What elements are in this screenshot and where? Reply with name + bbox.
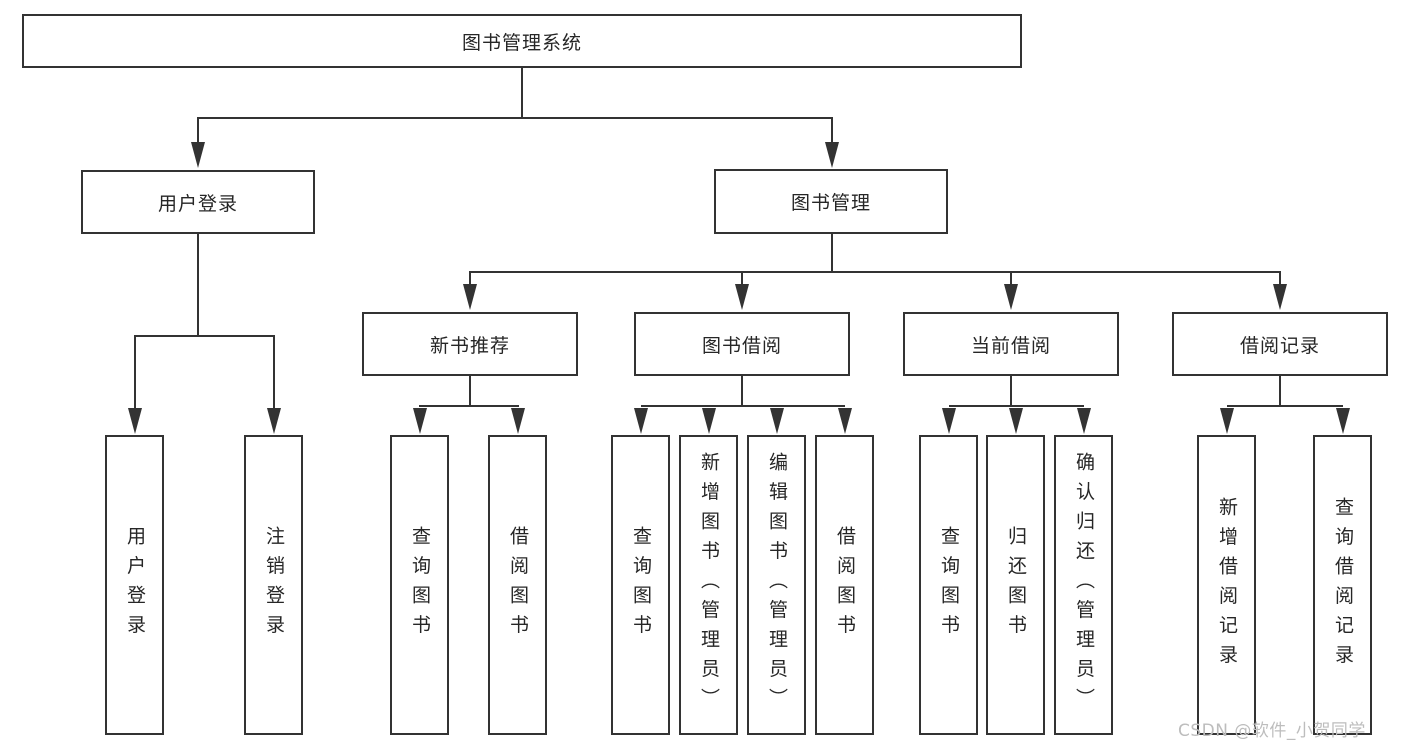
leaf-label: 借阅图书 [507, 526, 529, 644]
node-borrow-records: 借阅记录 [1172, 312, 1388, 376]
node-library-system: 图书管理系统 [22, 14, 1022, 68]
connector-line [521, 68, 523, 118]
leaf-borrow-books: 借阅图书 [815, 435, 874, 735]
leaf-label: 新增图书（管理员） [698, 452, 720, 718]
node-label: 图书管理系统 [461, 31, 582, 54]
leaf-logout: 注销登录 [244, 435, 303, 735]
leaf-query-books-current: 查询图书 [919, 435, 978, 735]
leaf-edit-books-admin: 编辑图书（管理员） [747, 435, 806, 735]
leaf-label: 查询图书 [409, 526, 431, 644]
leaf-confirm-return-admin: 确认归还（管理员） [1054, 435, 1113, 735]
leaf-label: 用户登录 [124, 526, 146, 644]
arrowhead-down-icon [838, 408, 852, 434]
arrowhead-down-icon [191, 142, 205, 168]
node-current-borrow: 当前借阅 [903, 312, 1119, 376]
leaf-add-books-admin: 新增图书（管理员） [679, 435, 738, 735]
node-label: 借阅记录 [1239, 334, 1320, 357]
arrowhead-down-icon [1077, 408, 1091, 434]
arrowhead-down-icon [267, 408, 281, 434]
watermark: CSDN @软件_小贺同学 [1178, 721, 1366, 741]
connector-line [1279, 271, 1281, 286]
node-book-management: 图书管理 [714, 169, 948, 234]
arrowhead-down-icon [770, 408, 784, 434]
leaf-label: 借阅图书 [834, 526, 856, 644]
connector-line [197, 117, 199, 145]
connector-line [273, 335, 275, 409]
connector-line [197, 117, 833, 119]
arrowhead-down-icon [128, 408, 142, 434]
leaf-query-books-borrow: 查询图书 [611, 435, 670, 735]
leaf-label: 确认归还（管理员） [1073, 452, 1095, 718]
node-label: 用户登录 [157, 192, 238, 215]
node-label: 当前借阅 [970, 334, 1051, 357]
arrowhead-down-icon [413, 408, 427, 434]
connector-line [134, 335, 275, 337]
connector-line [741, 271, 743, 286]
arrowhead-down-icon [942, 408, 956, 434]
arrowhead-down-icon [1220, 408, 1234, 434]
connector-line [469, 271, 471, 286]
arrowhead-down-icon [634, 408, 648, 434]
leaf-label: 查询图书 [938, 526, 960, 644]
arrowhead-down-icon [735, 284, 749, 310]
node-book-borrow: 图书借阅 [634, 312, 850, 376]
arrowhead-down-icon [511, 408, 525, 434]
arrowhead-down-icon [463, 284, 477, 310]
connector-line [1279, 376, 1281, 407]
connector-line [1227, 405, 1343, 407]
arrowhead-down-icon [1273, 284, 1287, 310]
leaf-label: 新增借阅记录 [1216, 496, 1238, 674]
node-label: 图书借阅 [701, 334, 782, 357]
arrowhead-down-icon [1009, 408, 1023, 434]
connector-line [197, 234, 199, 336]
leaf-query-borrow-record: 查询借阅记录 [1313, 435, 1372, 735]
node-label: 图书管理 [790, 192, 871, 214]
connector-line [469, 271, 1281, 273]
connector-line [831, 117, 833, 145]
leaf-query-books-recommend: 查询图书 [390, 435, 449, 735]
leaf-return-books: 归还图书 [986, 435, 1045, 735]
arrowhead-down-icon [702, 408, 716, 434]
arrowhead-down-icon [1004, 284, 1018, 310]
node-label: 新书推荐 [429, 334, 510, 357]
connector-line [831, 234, 833, 273]
connector-line [419, 405, 519, 407]
node-new-book-recommend: 新书推荐 [362, 312, 578, 376]
connector-line [1010, 271, 1012, 286]
arrowhead-down-icon [1336, 408, 1350, 434]
leaf-user-login: 用户登录 [105, 435, 164, 735]
leaf-add-borrow-record: 新增借阅记录 [1197, 435, 1256, 735]
leaf-borrow-books-recommend: 借阅图书 [488, 435, 547, 735]
leaf-label: 编辑图书（管理员） [766, 452, 788, 718]
connector-line [641, 405, 845, 407]
leaf-label: 查询图书 [630, 526, 652, 644]
connector-line [949, 405, 1084, 407]
connector-line [741, 376, 743, 407]
node-user-login: 用户登录 [81, 170, 315, 234]
leaf-label: 注销登录 [263, 526, 285, 644]
leaf-label: 查询借阅记录 [1332, 496, 1354, 674]
connector-line [134, 335, 136, 409]
connector-line [1010, 376, 1012, 407]
leaf-label: 归还图书 [1005, 526, 1027, 644]
arrowhead-down-icon [825, 142, 839, 168]
connector-line [469, 376, 471, 407]
